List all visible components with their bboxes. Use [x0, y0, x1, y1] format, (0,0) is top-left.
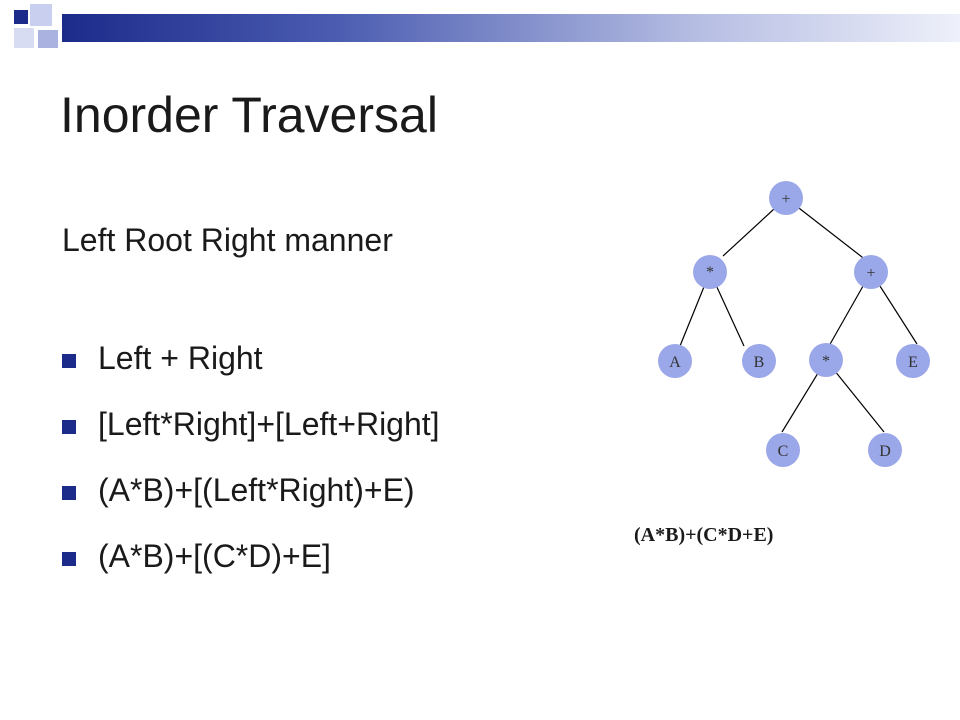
expression-tree: + * + A B * E	[658, 181, 930, 467]
traversal-result: (A*B)+(C*D+E)	[634, 524, 774, 546]
node-label: *	[706, 264, 714, 281]
tree-node-a: A	[658, 344, 692, 378]
tree-node-inner-op: *	[809, 343, 843, 377]
bullet-text: (A*B)+[(Left*Right)+E)	[98, 472, 415, 508]
node-circle	[658, 344, 692, 378]
node-label: D	[879, 443, 891, 460]
square-bullet-icon	[62, 552, 76, 566]
square-bullet-icon	[62, 420, 76, 434]
node-circle	[868, 433, 902, 467]
node-label: A	[669, 354, 681, 371]
node-circle	[769, 181, 803, 215]
tree-node-d: D	[868, 433, 902, 467]
bullet-text: Left + Right	[98, 340, 263, 376]
node-label: *	[822, 353, 830, 370]
node-circle	[809, 343, 843, 377]
tree-node-root: +	[769, 181, 803, 215]
node-circle	[896, 344, 930, 378]
bullet-text: (A*B)+[(C*D)+E]	[98, 538, 331, 574]
bullet-text: [Left*Right]+[Left+Right]	[98, 406, 440, 442]
tree-node-c: C	[766, 433, 800, 467]
slide-title: Inorder Traversal	[60, 87, 438, 143]
tree-edges	[679, 197, 918, 433]
header-decoration	[0, 0, 960, 60]
node-circle	[693, 255, 727, 289]
node-label: +	[866, 265, 875, 282]
node-circle	[742, 344, 776, 378]
square-bullet-icon	[62, 354, 76, 368]
tree-node-b: B	[742, 344, 776, 378]
node-label: B	[754, 354, 765, 371]
tree-node-right-op: +	[854, 255, 888, 289]
square-bullet-icon	[62, 486, 76, 500]
tree-node-left-op: *	[693, 255, 727, 289]
tree-nodes: + * + A B * E	[658, 181, 930, 467]
node-label: C	[778, 443, 789, 460]
node-label: +	[781, 191, 790, 208]
tree-node-e: E	[896, 344, 930, 378]
node-circle	[766, 433, 800, 467]
slide-subtitle: Left Root Right manner	[62, 222, 393, 258]
node-circle	[854, 255, 888, 289]
node-label: E	[908, 354, 918, 371]
edge-root-right	[785, 197, 872, 265]
